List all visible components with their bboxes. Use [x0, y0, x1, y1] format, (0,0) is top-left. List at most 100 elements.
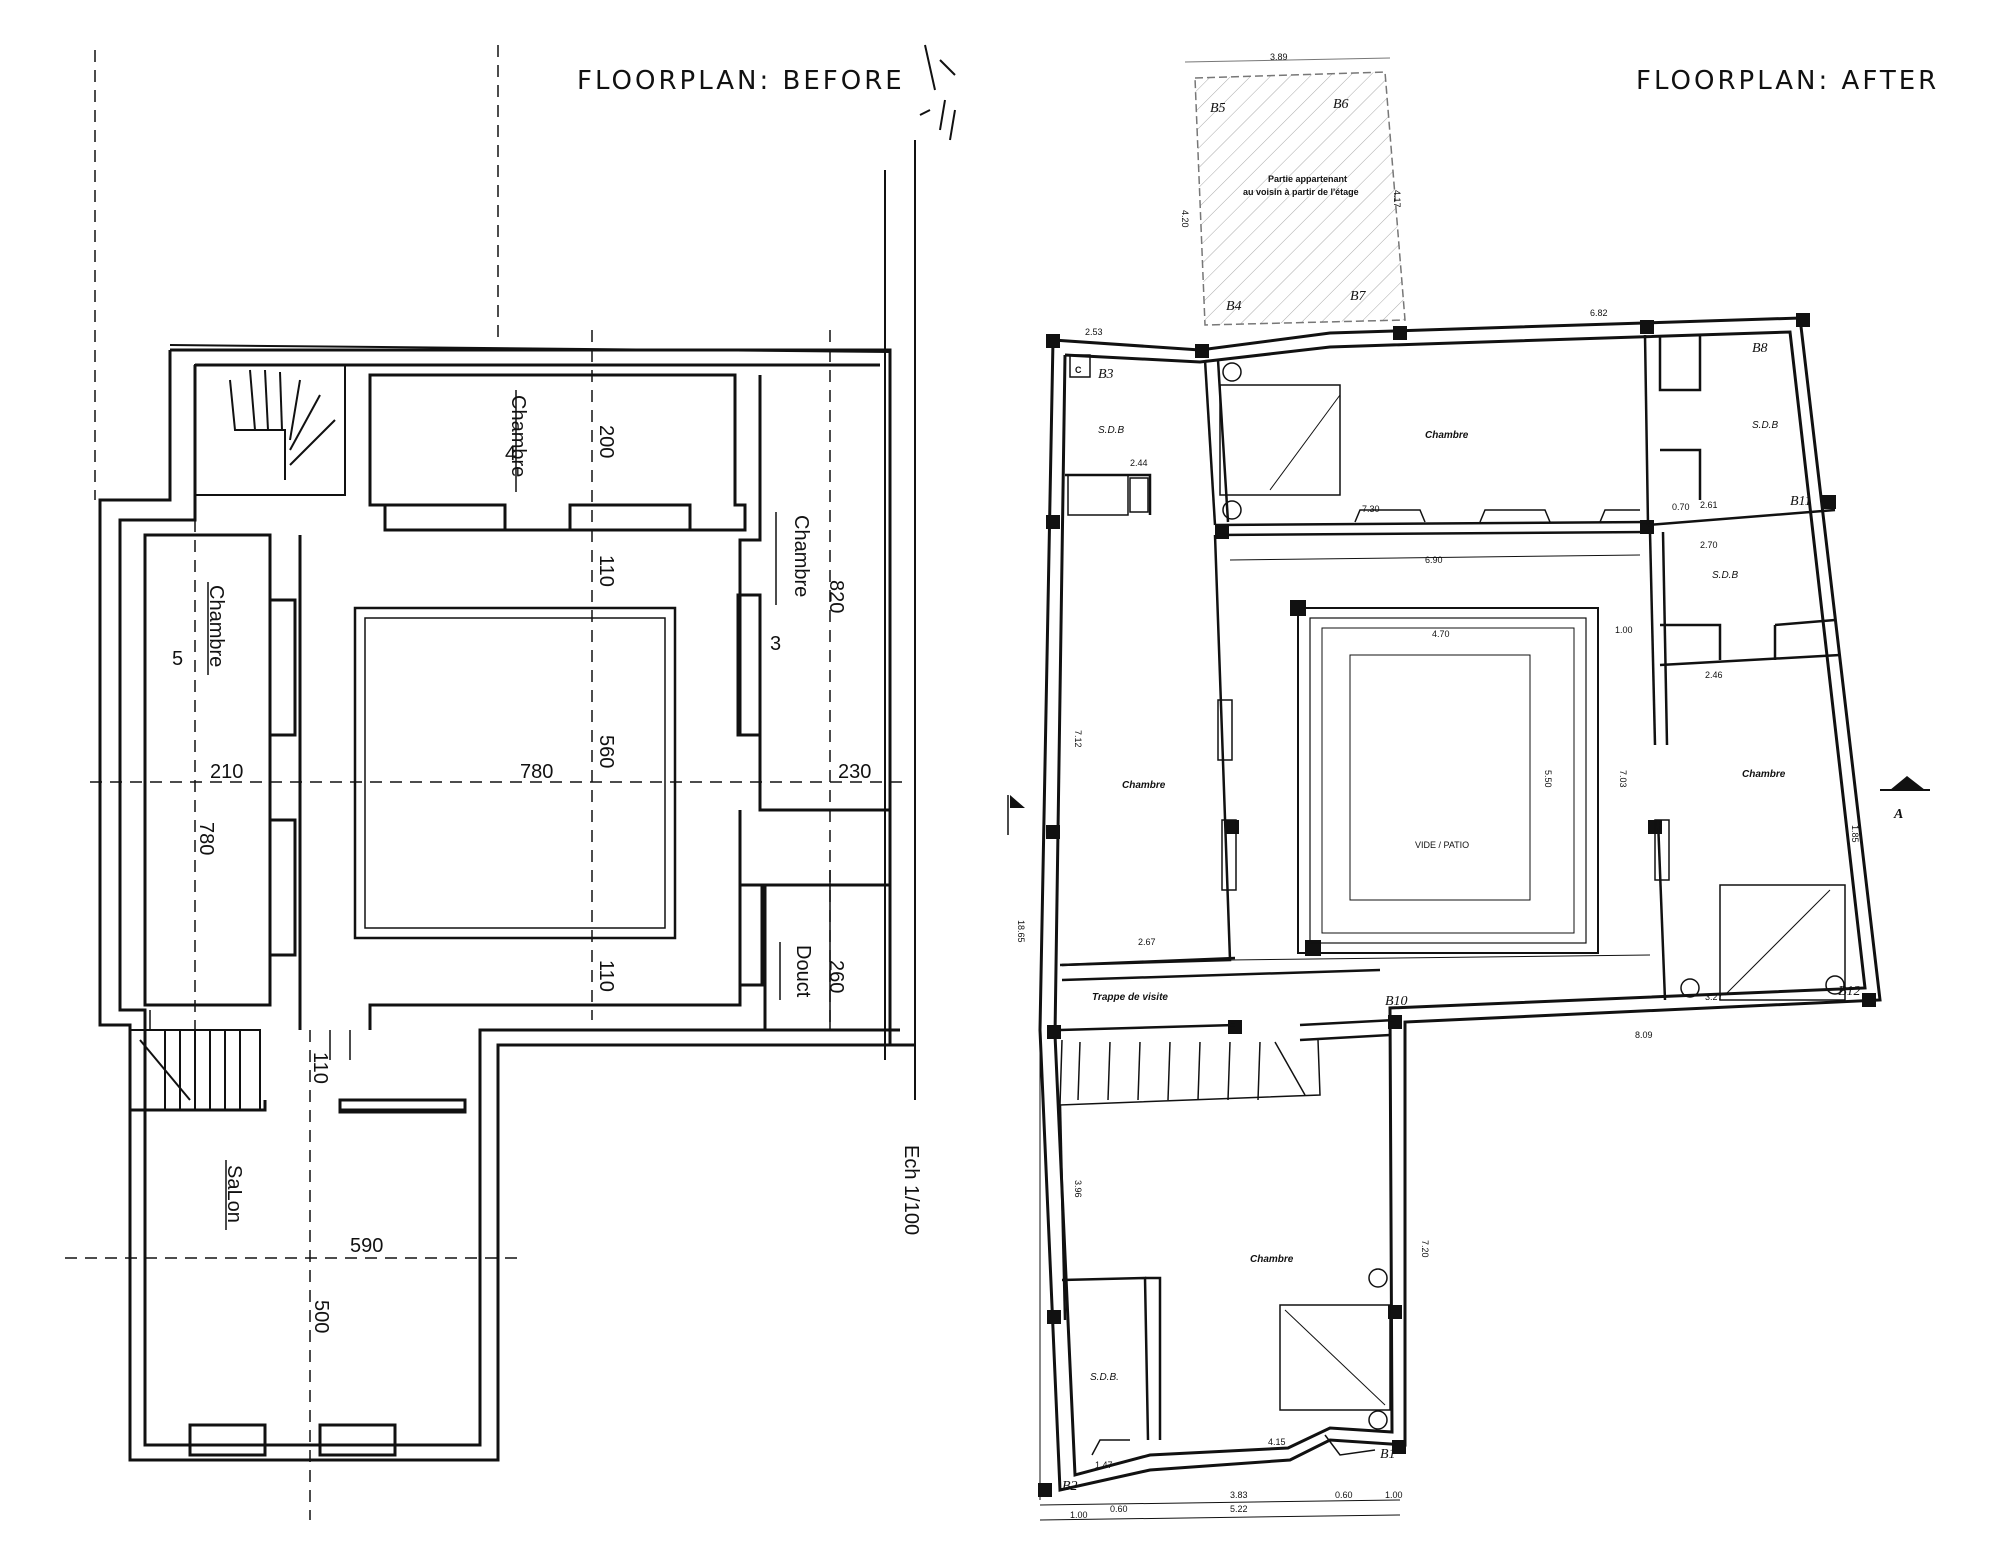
dim-712: 7.12 [1073, 730, 1083, 748]
label-chambre-top: Chambre [1425, 430, 1469, 441]
after-plan [1007, 57, 1930, 1521]
bay-b8: B8 [1752, 341, 1768, 356]
before-dimension-lines [149, 870, 831, 1060]
after-exterior-walls [1038, 316, 1882, 1492]
after-dim-lines-bottom [1039, 1025, 1401, 1521]
dim-110-top: 110 [595, 555, 617, 587]
dim-720: 7.20 [1420, 1240, 1430, 1258]
label-patio: VIDE / PATIO [1415, 840, 1469, 850]
after-stair-bottom [1059, 1039, 1321, 1106]
bay-b4: B4 [1226, 299, 1242, 314]
bay-b6: B6 [1333, 97, 1349, 112]
label-chambre-top: Chambre [507, 395, 529, 477]
dim-560: 560 [595, 735, 617, 768]
scale-note: Ech 1/100 [900, 1145, 922, 1235]
dim-100b: 1.00 [1070, 1510, 1088, 1520]
dim-383: 3.83 [1230, 1490, 1248, 1500]
dim-100a: 1.00 [1615, 625, 1633, 635]
before-labels: Chambre 4 Chambre 3 Chambre 5 Douct SaLo… [172, 390, 922, 1333]
after-chambre-bottom-walls [1058, 1104, 1391, 1456]
dim-060b: 0.60 [1335, 1490, 1353, 1500]
before-room-douche [738, 883, 890, 1030]
dim-261: 2.61 [1700, 500, 1718, 510]
dim-780-v: 780 [195, 822, 217, 855]
label-c: C [1075, 365, 1082, 375]
after-trappe-corridor [1059, 1018, 1396, 1042]
label-trappe: Trappe de visite [1092, 992, 1168, 1003]
dim-470: 4.70 [1432, 629, 1450, 639]
label-num-5: 5 [172, 648, 183, 670]
bay-b10: B10 [1385, 994, 1408, 1009]
after-columns [1038, 313, 1876, 1497]
dim-100c: 1.00 [1385, 1490, 1403, 1500]
bay-b1: B1 [1380, 1447, 1396, 1462]
dim-500: 500 [310, 1300, 332, 1333]
label-douche: Douct [792, 945, 814, 998]
dim-389: 3.89 [1270, 52, 1288, 62]
dim-110-mid: 110 [595, 960, 617, 992]
label-sdb-top-left: S.D.B [1098, 425, 1124, 436]
label-section-a: A [1893, 807, 1903, 822]
dim-415: 4.15 [1268, 1437, 1286, 1447]
after-patio [1229, 554, 1651, 961]
label-partie-line2: au voisin à partir de l'étage [1243, 187, 1359, 197]
before-courtyard [353, 606, 677, 940]
dim-253: 2.53 [1085, 327, 1103, 337]
after-labels: Partie appartenant au voisin à partir de… [1016, 52, 1903, 1520]
label-partie-line1: Partie appartenant [1268, 174, 1347, 184]
label-chambre-left: Chambre [205, 585, 227, 667]
dim-200: 200 [595, 425, 617, 458]
floorplan-before-title: FLOORPLAN: BEFORE [577, 66, 905, 96]
dim-522: 5.22 [1230, 1504, 1248, 1514]
label-salon: SaLon [223, 1165, 245, 1223]
dim-690: 6.90 [1425, 555, 1443, 565]
dim-730: 7.30 [1362, 504, 1380, 514]
dim-110-bot: 110 [309, 1052, 331, 1084]
floorplan-after-title: FLOORPLAN: AFTER [1636, 66, 1940, 96]
bay-b5: B5 [1210, 101, 1226, 116]
before-room-chambre-right [736, 375, 890, 812]
bay-b12: B12 [1838, 984, 1861, 999]
after-sdb-top-left [1065, 354, 1152, 516]
before-exterior-walls [98, 348, 915, 1462]
dim-420: 4.20 [1180, 210, 1190, 228]
after-section-marker [1007, 776, 1930, 835]
after-dim-line-top [1184, 57, 1391, 63]
after-neighbour-zone [1194, 71, 1406, 326]
dim-244: 2.44 [1130, 458, 1148, 468]
before-room-chambre-left [143, 533, 297, 1007]
after-chambre-left-walls [1059, 534, 1381, 982]
label-num-4: 4 [505, 443, 516, 465]
dim-780-h: 780 [520, 761, 553, 783]
dim-147: 1.47 [1095, 1460, 1113, 1470]
before-scribble [919, 44, 956, 141]
bay-b11: B11 [1790, 494, 1812, 509]
dim-703: 7.03 [1618, 770, 1628, 788]
before-room-chambre-top [368, 373, 747, 532]
dim-210: 210 [210, 761, 243, 783]
before-plan [65, 44, 956, 1520]
dim-267: 2.67 [1138, 937, 1156, 947]
dim-550: 5.50 [1543, 770, 1553, 788]
before-stair-top [194, 364, 346, 496]
bay-b7: B7 [1350, 289, 1367, 304]
bay-b2: B2 [1062, 1479, 1078, 1494]
label-sdb-bottom: S.D.B. [1090, 1372, 1119, 1383]
label-chambre-right: Chambre [790, 515, 812, 597]
dim-060a: 0.60 [1110, 1504, 1128, 1514]
bay-b3: B3 [1098, 367, 1114, 382]
label-chambre-left: Chambre [1122, 780, 1166, 791]
dim-396: 3.96 [1073, 1180, 1083, 1198]
before-stair-bottom [129, 1029, 261, 1111]
before-room-salon [130, 1098, 467, 1457]
dim-809: 8.09 [1635, 1030, 1653, 1040]
dim-230: 230 [838, 761, 871, 783]
dim-246: 2.46 [1705, 670, 1723, 680]
dim-590: 590 [350, 1235, 383, 1257]
dim-682: 6.82 [1590, 308, 1608, 318]
dim-1865: 18.65 [1016, 920, 1026, 943]
label-chambre-right: Chambre [1742, 769, 1786, 780]
dim-820: 820 [825, 580, 847, 613]
label-sdb-right: S.D.B [1712, 570, 1738, 581]
